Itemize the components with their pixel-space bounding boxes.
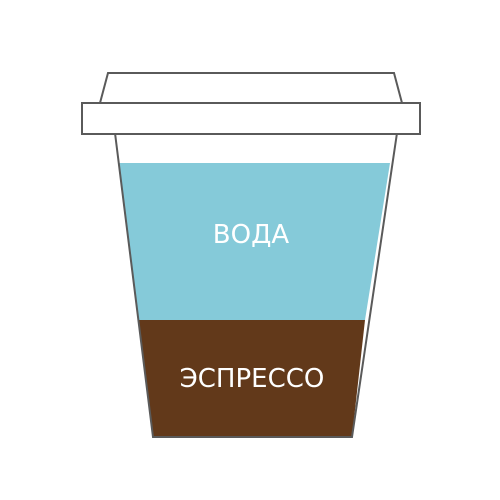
water-layer xyxy=(118,163,390,320)
espresso-layer xyxy=(139,320,365,437)
water-label: ВОДА xyxy=(213,220,290,250)
lid-top xyxy=(98,72,404,104)
espresso-label: ЭСПРЕССО xyxy=(180,364,325,394)
lid-rim xyxy=(81,102,421,135)
